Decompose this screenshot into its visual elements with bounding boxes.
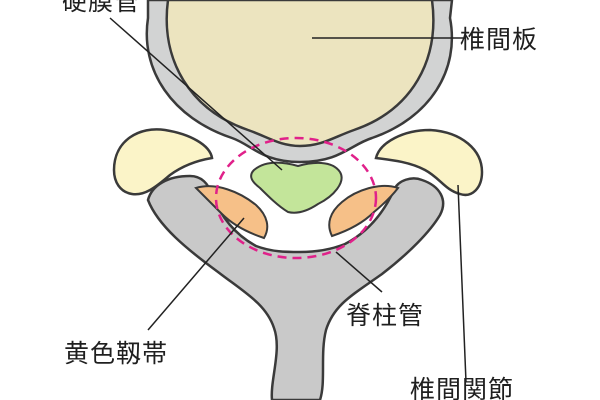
label-spinal-canal: 脊柱管 [346, 301, 424, 330]
label-dura-tube: 硬膜管 [62, 0, 140, 16]
spinal-canal-highlight [214, 136, 378, 260]
vertebral-arch [146, 174, 445, 400]
right-facet-joint [374, 128, 484, 197]
ligamentum-flavum-right [328, 184, 400, 238]
ligamentum-flavum-left [194, 185, 269, 240]
label-ligament: 黄色靱帯 [64, 339, 168, 368]
leader-line-dura-tube [109, 17, 283, 171]
label-disc: 椎間板 [460, 25, 538, 54]
label-facet-joint: 椎間関節 [410, 375, 514, 400]
dural-sac [250, 161, 343, 214]
leader-line-ligament [147, 217, 245, 331]
leader-line-canal [335, 251, 383, 293]
leader-line-facet-joint [457, 184, 467, 383]
left-facet-joint [112, 128, 214, 196]
